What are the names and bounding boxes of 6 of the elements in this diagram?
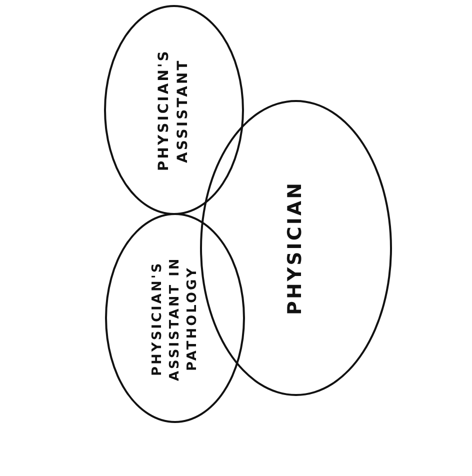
circle	[200, 100, 392, 396]
circle	[104, 5, 244, 215]
circle	[105, 213, 245, 423]
circle-label: PHYSICIAN	[283, 181, 308, 315]
circle-label: PHYSICIAN'S ASSISTANT IN PATHOLOGY	[148, 256, 201, 380]
circle-label: PHYSICIAN'S ASSISTANT	[155, 48, 192, 172]
